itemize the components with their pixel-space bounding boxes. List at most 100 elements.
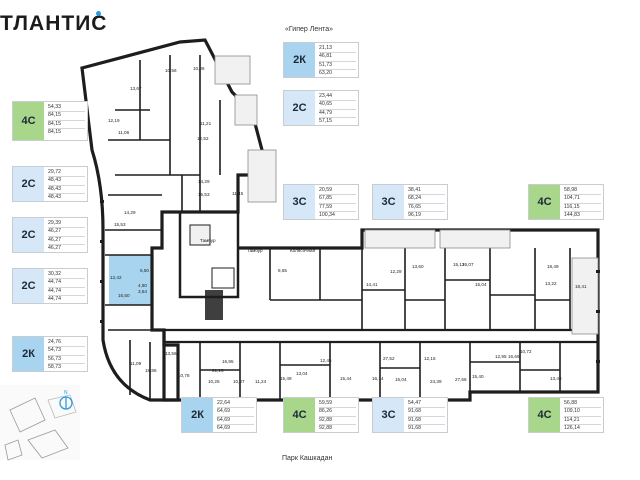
room-area-label: 12,42 (110, 275, 122, 280)
area-value: 91,68 (408, 408, 445, 417)
area-value: 44,74 (48, 288, 85, 297)
room-area-label: Колясочная (290, 248, 316, 253)
area-value: 46,27 (48, 228, 85, 237)
room-area-label: 15,49 (280, 376, 292, 381)
apartment-type-badge: 4С (529, 185, 560, 219)
area-value: 38,41 (408, 187, 445, 196)
area-value: 91,68 (408, 425, 421, 432)
area-value: 29,72 (48, 169, 85, 178)
highlighted-apartment[interactable] (109, 255, 152, 305)
room-area-label: 15,04 (475, 282, 487, 287)
apartment-type-badge: 4С (529, 398, 560, 432)
apartment-type-badge: 2С (284, 91, 315, 125)
area-value: 21,13 (319, 45, 356, 54)
area-value: 64,69 (217, 408, 254, 417)
area-value: 96,19 (408, 212, 421, 219)
room-area-label: 13,43 (550, 376, 562, 381)
area-value: 58,73 (48, 364, 61, 371)
room-area-label: 27,52 (383, 356, 395, 361)
area-value: 40,65 (319, 101, 356, 110)
room-area-label: 10,78 (178, 373, 190, 378)
area-value: 63,20 (319, 70, 332, 77)
area-value: 24,76 (48, 339, 85, 348)
area-value: 23,44 (319, 93, 356, 102)
room-area-label: 13,60 (412, 264, 424, 269)
apartment-type-badge: 4С (13, 102, 44, 140)
room-area-label: 15,53 (114, 222, 126, 227)
room-area-label: 16,69 (508, 354, 520, 359)
apartment-type-badge: 4С (284, 398, 315, 432)
room-area-label: 12,52 (197, 136, 209, 141)
room-area-label: 27,66 (455, 377, 467, 382)
apartment-type-badge: 2С (13, 218, 44, 252)
area-value: 46,27 (48, 237, 85, 246)
area-value: 54,73 (48, 347, 85, 356)
room-area-label: 15,53 (198, 192, 210, 197)
room-area-label: 14,41 (366, 282, 378, 287)
room-area-label: 21,15 (212, 368, 224, 373)
room-area-label: 16,14 (372, 376, 384, 381)
room-area-label: 13,56 (165, 351, 177, 356)
area-value: 54,33 (48, 104, 85, 113)
area-value: 29,39 (48, 220, 85, 229)
compass-label: N (64, 390, 68, 396)
area-value: 56,88 (564, 400, 601, 409)
apartment-type-badge: 3С (373, 185, 404, 219)
apartment-type-badge: 2К (13, 337, 44, 371)
apartment-type-badge: 3С (373, 398, 404, 432)
room-area-label: 18,86 (145, 368, 157, 373)
room-area-label: 15,40 (472, 374, 484, 379)
area-value: 144,83 (564, 212, 580, 219)
site-map (0, 385, 80, 461)
area-value: 30,32 (48, 271, 85, 280)
room-area-label: 3,64 (138, 289, 147, 294)
room-area-label: 11,24 (255, 379, 267, 384)
room-area-label: 12,16 (424, 356, 436, 361)
area-value: 92,88 (319, 417, 356, 426)
area-value: 22,64 (217, 400, 254, 409)
area-value: 109,10 (564, 408, 601, 417)
room-area-label: 10,25 (208, 379, 220, 384)
area-value: 91,68 (408, 417, 445, 426)
room-area-label: 11,21 (200, 121, 212, 126)
room-area-label: 6,50 (140, 268, 149, 273)
compass-icon: N (59, 390, 73, 410)
room-area-label: 12,19 (108, 118, 120, 123)
area-value: 104,71 (564, 195, 601, 204)
area-value: 64,69 (217, 425, 230, 432)
east-wing-wall (162, 228, 600, 402)
room-area-label: 15,04 (395, 377, 407, 382)
area-value: 116,15 (564, 204, 601, 213)
room-area-label: 15,44 (340, 376, 352, 381)
area-value: 100,34 (319, 212, 335, 219)
area-value: 64,69 (217, 417, 254, 426)
room-area-label: 13,67 (130, 86, 142, 91)
room-area-label: 10,06 (193, 66, 205, 71)
brand-logo-dot (96, 11, 101, 16)
area-value: 86,26 (319, 408, 356, 417)
area-value: 44,79 (319, 110, 356, 119)
room-area-label: 18,41 (575, 284, 587, 289)
area-value: 126,14 (564, 425, 580, 432)
area-value: 84,15 (48, 129, 61, 136)
